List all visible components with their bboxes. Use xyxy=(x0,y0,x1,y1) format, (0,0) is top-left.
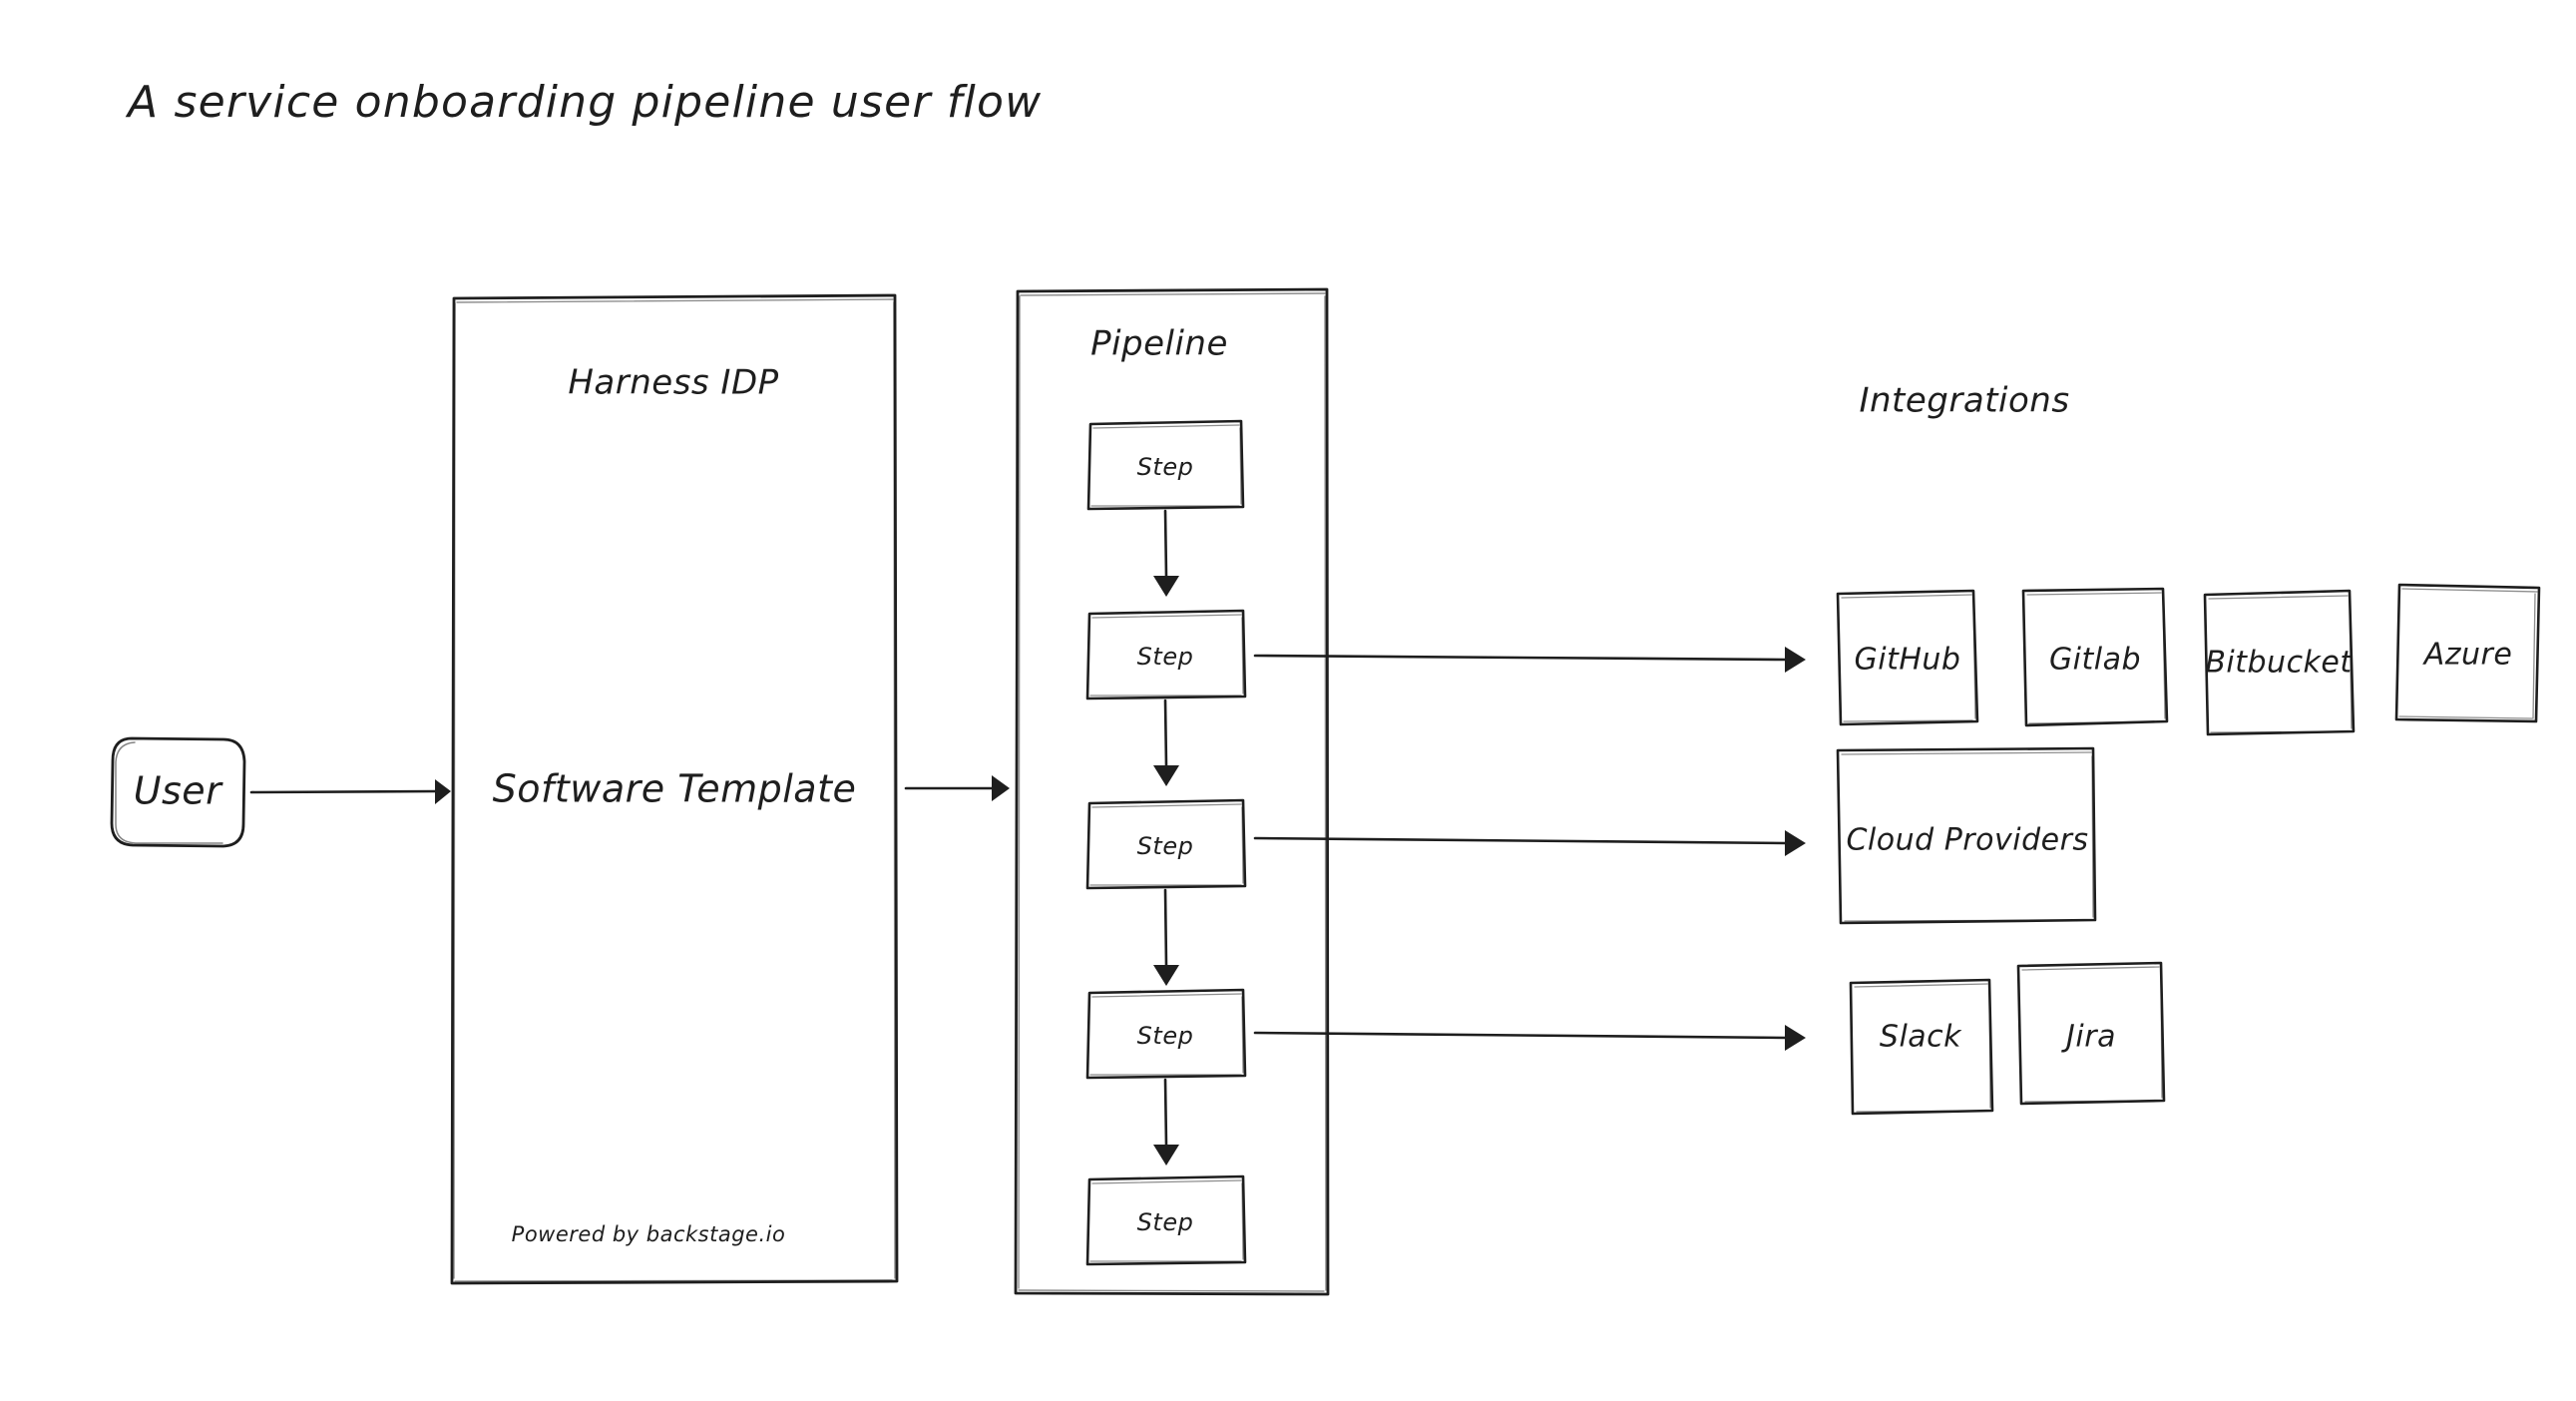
page-title: A service onboarding pipeline user flow xyxy=(125,77,1042,128)
step-1-label: Step xyxy=(1137,453,1194,481)
step-2-box-overlay xyxy=(1089,614,1244,697)
node-integration-jira[interactable]: Jira xyxy=(2016,961,2166,1106)
github-box-overlay xyxy=(1841,594,1976,722)
arrow-step4-to-step5 xyxy=(1153,1078,1179,1166)
pipeline-title: Pipeline xyxy=(1090,324,1228,364)
node-user-label: User xyxy=(134,769,223,813)
user-box-outline xyxy=(110,736,246,848)
node-integration-cloud-providers[interactable]: Cloud Providers xyxy=(1836,746,2097,925)
node-integration-azure[interactable]: Azure xyxy=(2394,583,2541,723)
step-5-label: Step xyxy=(1137,1208,1194,1236)
node-pipeline-step-3[interactable]: Step xyxy=(1085,798,1247,890)
powered-by-label: Powered by backstage.io xyxy=(512,1222,786,1246)
azure-box xyxy=(2394,583,2541,723)
node-pipeline-step-2[interactable]: Step xyxy=(1085,609,1247,700)
step-3-box xyxy=(1085,798,1247,890)
slack-box-overlay xyxy=(1854,983,1991,1113)
azure-label: Azure xyxy=(2422,638,2513,673)
arrow-step1-to-step2 xyxy=(1153,509,1179,597)
software-template-label: Software Template xyxy=(493,767,857,811)
slack-label: Slack xyxy=(1880,1020,1962,1055)
step-4-box-overlay xyxy=(1089,993,1244,1076)
harness-idp-outline xyxy=(450,293,899,1285)
jira-label: Jira xyxy=(2061,1020,2116,1055)
container-pipeline[interactable]: Pipeline Step Step xyxy=(1014,287,1330,1296)
node-integration-gitlab[interactable]: Gitlab xyxy=(2021,587,2169,727)
harness-idp-title: Harness IDP xyxy=(568,363,778,403)
container-harness-idp[interactable]: Harness IDP Software Template Powered by… xyxy=(450,293,899,1285)
integrations-title: Integrations xyxy=(1859,381,2069,421)
github-box xyxy=(1836,589,1979,726)
jira-box-overlay xyxy=(2021,966,2163,1103)
step-2-label: Step xyxy=(1137,643,1194,671)
arrow-step3-to-cloud-providers xyxy=(1253,830,1806,856)
arrow-step4-to-slack xyxy=(1253,1025,1806,1051)
step-5-box xyxy=(1085,1174,1247,1266)
bitbucket-label: Bitbucket xyxy=(2205,646,2353,681)
arrow-user-to-template xyxy=(249,779,451,804)
node-pipeline-step-5[interactable]: Step xyxy=(1085,1174,1247,1266)
gitlab-label: Gitlab xyxy=(2049,643,2141,678)
harness-idp-outline-overlay xyxy=(453,298,896,1282)
cloud-providers-box-overlay xyxy=(1841,751,2094,922)
bitbucket-box xyxy=(2203,589,2356,736)
step-3-box-overlay xyxy=(1089,803,1244,886)
step-1-box xyxy=(1086,419,1245,511)
arrow-template-to-pipeline xyxy=(904,775,1010,801)
pipeline-outline-overlay xyxy=(1018,292,1327,1292)
step-2-box xyxy=(1085,609,1247,700)
gitlab-box xyxy=(2021,587,2169,727)
node-pipeline-step-4[interactable]: Step xyxy=(1085,988,1247,1080)
node-user[interactable]: User xyxy=(110,736,246,848)
node-integration-slack[interactable]: Slack xyxy=(1849,978,1994,1116)
bitbucket-box-overlay xyxy=(2208,595,2353,733)
azure-box-overlay xyxy=(2398,588,2538,719)
slack-box xyxy=(1849,978,1994,1116)
gitlab-box-overlay xyxy=(2026,592,2166,724)
node-integration-github[interactable]: GitHub xyxy=(1836,589,1979,726)
node-pipeline-step-1[interactable]: Step xyxy=(1086,419,1245,511)
step-5-box-overlay xyxy=(1089,1179,1244,1262)
step-4-label: Step xyxy=(1137,1022,1194,1050)
arrow-step3-to-step4 xyxy=(1153,888,1179,986)
step-3-label: Step xyxy=(1137,832,1194,860)
step-4-box xyxy=(1085,988,1247,1080)
user-box-sketch-overlay xyxy=(115,741,223,844)
jira-box xyxy=(2016,961,2166,1106)
cloud-providers-box xyxy=(1836,746,2097,925)
cloud-providers-label: Cloud Providers xyxy=(1846,823,2088,858)
node-integration-bitbucket[interactable]: Bitbucket xyxy=(2203,589,2356,736)
pipeline-outline xyxy=(1014,287,1330,1296)
arrow-step2-to-github xyxy=(1253,647,1806,673)
github-label: GitHub xyxy=(1855,643,1961,678)
arrow-step2-to-step3 xyxy=(1153,699,1179,786)
step-1-box-overlay xyxy=(1090,424,1242,507)
